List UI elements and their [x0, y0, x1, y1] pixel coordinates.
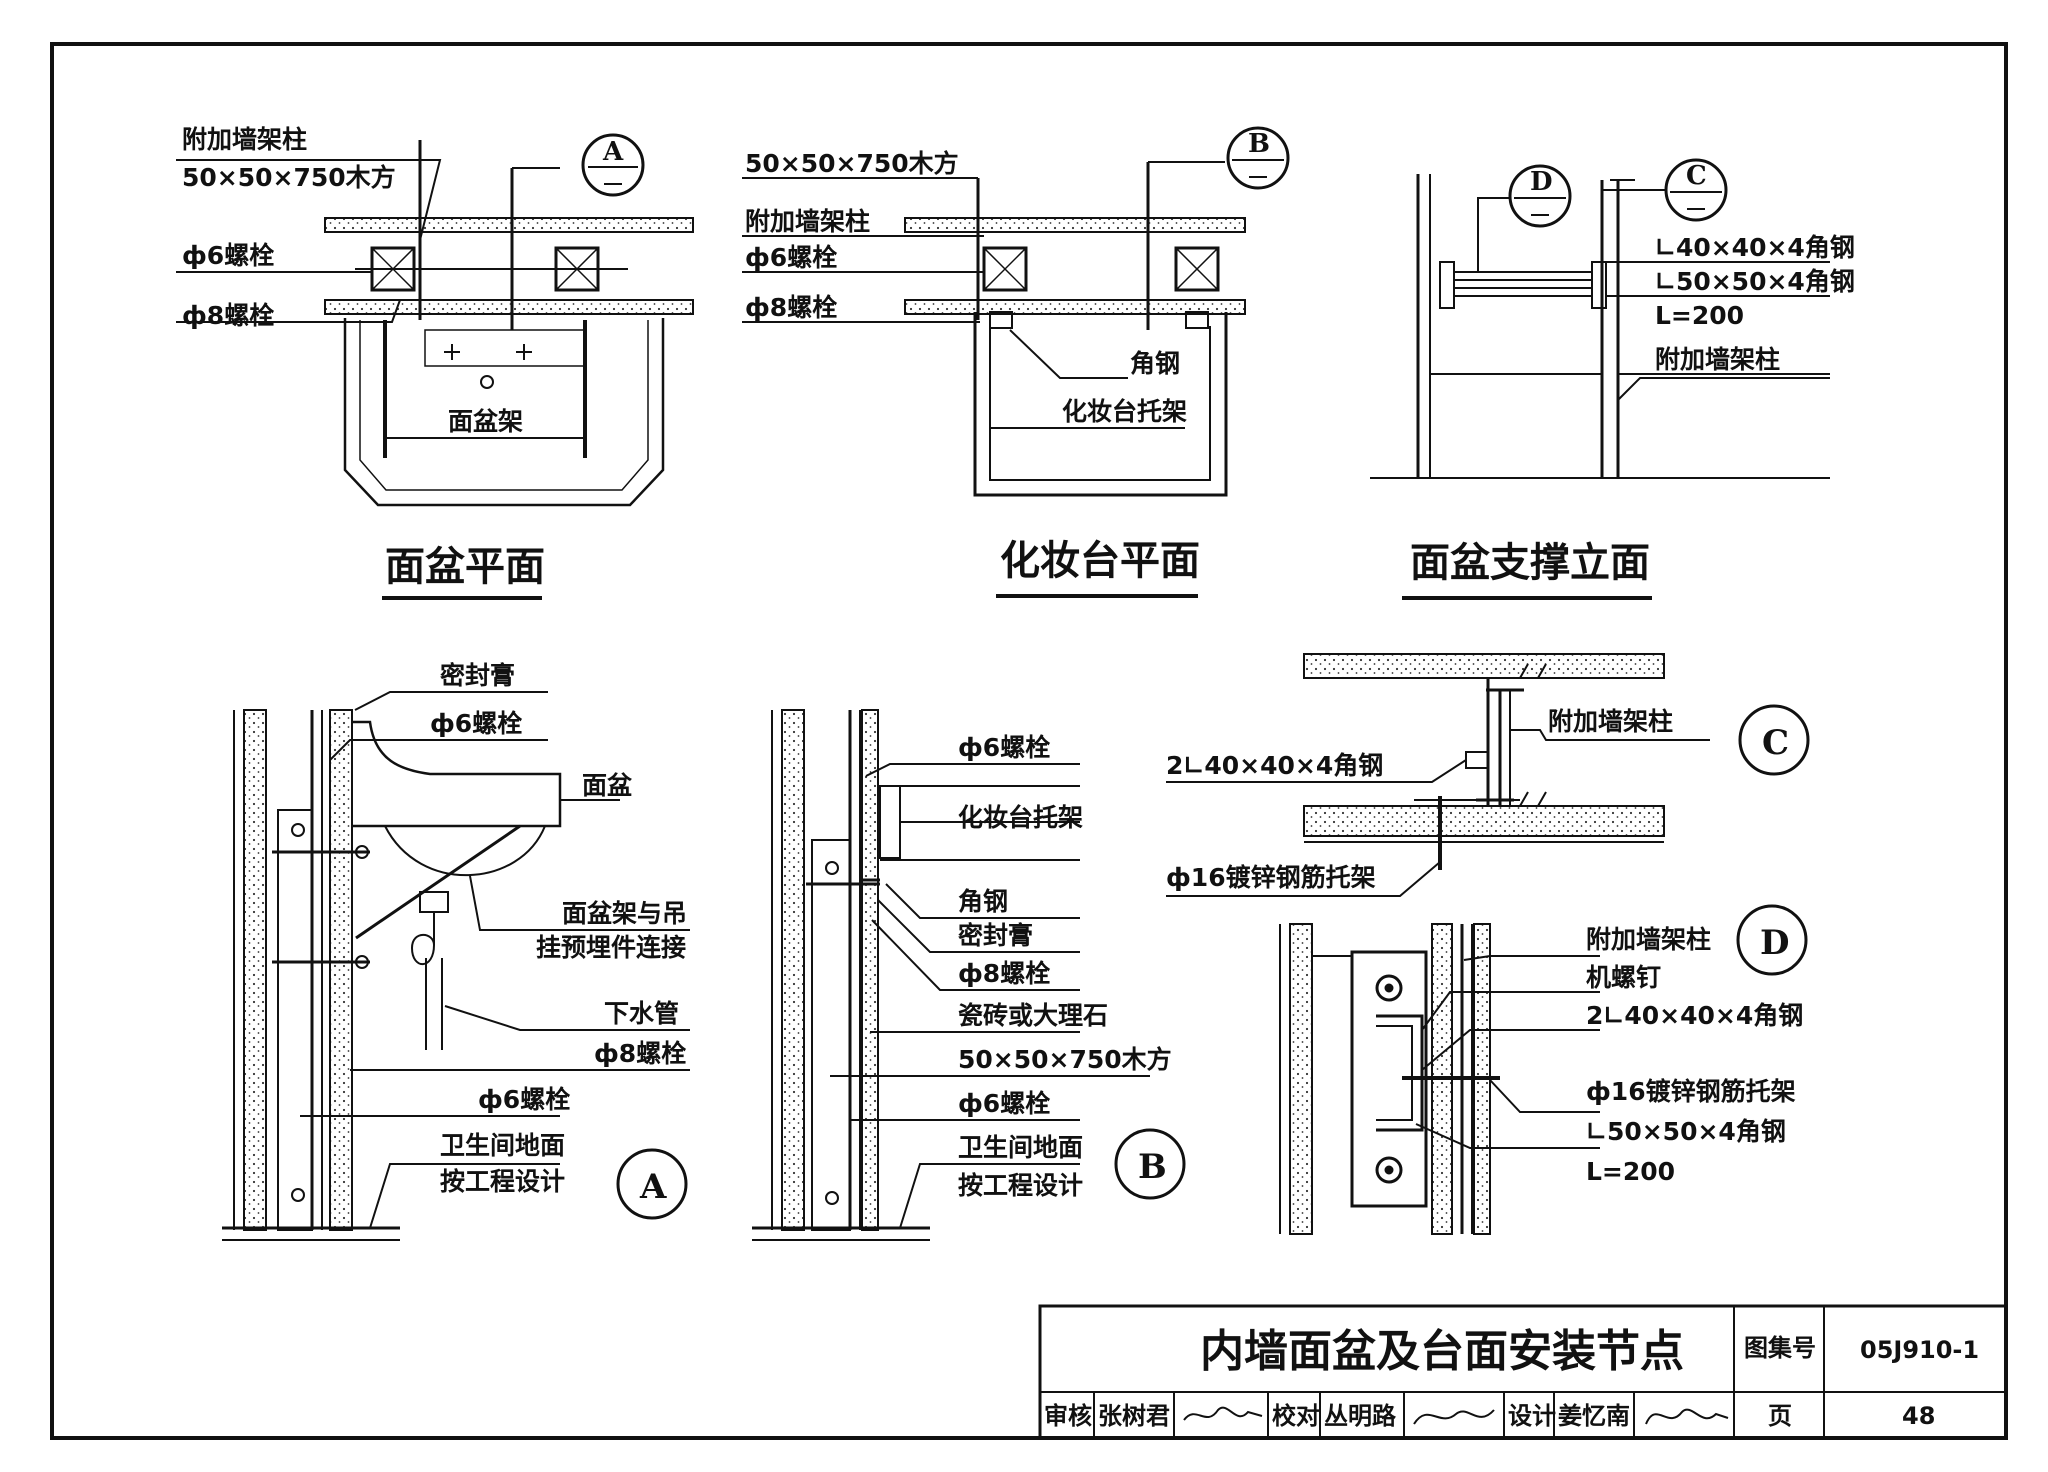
support-elev-angle40-label: ∟40×40×4角钢: [1655, 233, 1855, 262]
vanity-plan-timber-label: 50×50×750木方: [745, 149, 959, 178]
title-block-page-label: 页: [1768, 1402, 1792, 1430]
detail-a-basin-label: 面盆: [582, 771, 633, 800]
detail-a-drain-label: 下水管: [604, 999, 679, 1028]
detail-b-angle-label: 角钢: [958, 887, 1008, 916]
basin-plan-timber-label: 50×50×750木方: [182, 163, 396, 192]
title-block-atlas-label: 图集号: [1744, 1334, 1816, 1362]
vanity-plan-view: [742, 126, 1290, 497]
detail-b-section: [752, 709, 1186, 1241]
detail-b-bolt6-low-label: ф6螺栓: [958, 1089, 1050, 1118]
vanity-plan-bolt8-label: ф8螺栓: [745, 293, 837, 322]
detail-b-floor1-label: 卫生间地面: [958, 1133, 1083, 1162]
detail-b-bracket-label: 化妆台托架: [958, 803, 1083, 832]
detail-a-conn1-label: 面盆架与吊: [562, 899, 687, 928]
detail-d-stud-label: 附加墙架柱: [1586, 925, 1711, 954]
title-block-checker: 丛明路: [1324, 1402, 1397, 1430]
detail-a-floor1-label: 卫生间地面: [440, 1131, 565, 1160]
basin-plan-bolt6-label: ф6螺栓: [182, 241, 274, 270]
detail-a-floor2-label: 按工程设计: [440, 1167, 565, 1196]
vanity-plan-title: 化妆台平面: [1000, 538, 1200, 584]
support-elev-length-label: L=200: [1655, 301, 1744, 330]
detail-b-timber-label: 50×50×750木方: [958, 1045, 1172, 1074]
designer-signature: [1645, 1408, 1729, 1425]
basin-plan-frame-label: 面盆架: [448, 407, 523, 436]
title-block-designer: 姜忆南: [1558, 1402, 1630, 1430]
detail-a-bolt6-low-label: ф6螺栓: [478, 1085, 570, 1114]
reviewer-signature: [1183, 1406, 1263, 1421]
detail-a-ref-bubble: A: [639, 1167, 667, 1207]
detail-c-ref-bubble: C: [1762, 723, 1789, 763]
title-block-review-label: 审核: [1044, 1402, 1092, 1430]
detail-a-bolt6-top-label: ф6螺栓: [430, 709, 522, 738]
detail-a-sealant-label: 密封膏: [440, 661, 515, 690]
detail-a-section: [222, 691, 690, 1241]
detail-d-angle50-label: ∟50×50×4角钢: [1586, 1117, 1786, 1146]
detail-d-rebar-label: ф16镀锌钢筋托架: [1586, 1077, 1796, 1106]
vanity-plan-stud-label: 附加墙架柱: [745, 207, 870, 236]
detail-a-bolt8-label: ф8螺栓: [594, 1039, 686, 1068]
detail-b-bolt6-top-label: ф6螺栓: [958, 733, 1050, 762]
detail-d-screw-label: 机螺钉: [1586, 963, 1661, 992]
detail-c-stud-label: 附加墙架柱: [1548, 707, 1673, 736]
detail-c-rebar-label: ф16镀锌钢筋托架: [1166, 863, 1376, 892]
title-block-atlas-no: 05J910-1: [1860, 1336, 1979, 1364]
support-elev-stud-label: 附加墙架柱: [1655, 345, 1780, 374]
support-elevation-view: [1370, 158, 1830, 479]
title-block-title: 内墙面盆及台面安装节点: [1200, 1326, 1684, 1377]
title-block-reviewer: 张树君: [1098, 1402, 1170, 1430]
basin-plan-title: 面盆平面: [385, 544, 545, 590]
detail-a-conn2-label: 挂预埋件连接: [536, 933, 686, 962]
vanity-plan-bracket-label: 化妆台托架: [1062, 397, 1187, 426]
title-block-design-label: 设计: [1508, 1402, 1556, 1430]
vanity-plan-bolt6-label: ф6螺栓: [745, 243, 837, 272]
basin-plan-stud-label: 附加墙架柱: [182, 125, 307, 154]
basin-plan-bolt8-label: ф8螺栓: [182, 301, 274, 330]
detail-d-section: [1279, 904, 1808, 1235]
support-elev-title: 面盆支撑立面: [1410, 540, 1650, 586]
detail-b-floor2-label: 按工程设计: [958, 1171, 1083, 1200]
basin-plan-ref-bubble: A: [602, 137, 624, 167]
checker-signature: [1413, 1409, 1495, 1425]
title-block-page-no: 48: [1902, 1402, 1935, 1430]
vanity-plan-ref-bubble: B: [1248, 129, 1270, 159]
detail-b-sealant-label: 密封膏: [958, 921, 1033, 950]
detail-b-bolt8-label: ф8螺栓: [958, 959, 1050, 988]
vanity-plan-angle-label: 角钢: [1130, 349, 1180, 378]
sheet-border: [50, 42, 2008, 1440]
detail-c-angles-label: 2∟40×40×4角钢: [1166, 751, 1383, 780]
support-elev-ref-c: C: [1686, 161, 1707, 191]
title-block-check-label: 校对: [1272, 1402, 1320, 1430]
support-elev-ref-d: D: [1530, 167, 1553, 197]
detail-b-ref-bubble: B: [1138, 1147, 1167, 1187]
basin-plan-view: [176, 133, 694, 507]
detail-b-tile-label: 瓷砖或大理石: [958, 1001, 1108, 1030]
detail-d-length-label: L=200: [1586, 1157, 1675, 1186]
detail-d-angles-label: 2∟40×40×4角钢: [1586, 1001, 1803, 1030]
detail-c-section: [1166, 653, 1810, 897]
title-block: [1038, 1304, 2008, 1440]
detail-d-ref-bubble: D: [1760, 923, 1789, 963]
support-elev-angle50-label: ∟50×50×4角钢: [1655, 267, 1855, 296]
